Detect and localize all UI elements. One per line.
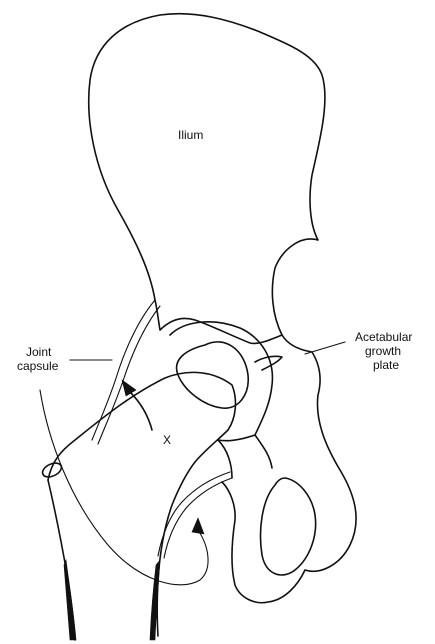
femur-cortex-left	[64, 560, 76, 640]
ilium-label: Ilium	[178, 128, 203, 142]
arrow-lower-head	[192, 518, 204, 534]
pelvis-lower-outline	[222, 335, 356, 603]
ilium-outline	[89, 14, 325, 344]
pelvis-inner-wall	[218, 435, 255, 478]
arrow-upper-head	[122, 380, 136, 396]
obturator-foramen	[261, 478, 316, 575]
joint-capsule-label-line2: capsule	[17, 359, 58, 373]
femur-cortex-right	[150, 560, 160, 640]
vessel-course-line	[40, 390, 208, 585]
acetabular-leader	[305, 342, 345, 354]
femur-outline	[48, 372, 235, 636]
acetabular-label-line3: plate	[373, 358, 399, 372]
acetabular-label-line1: Acetabular	[355, 330, 412, 344]
x-mark-label: X	[163, 433, 171, 447]
acetabular-label-line2: growth	[365, 344, 401, 358]
arrow-upper-shaft	[130, 392, 152, 430]
joint-capsule-label-line1: Joint	[26, 345, 51, 359]
